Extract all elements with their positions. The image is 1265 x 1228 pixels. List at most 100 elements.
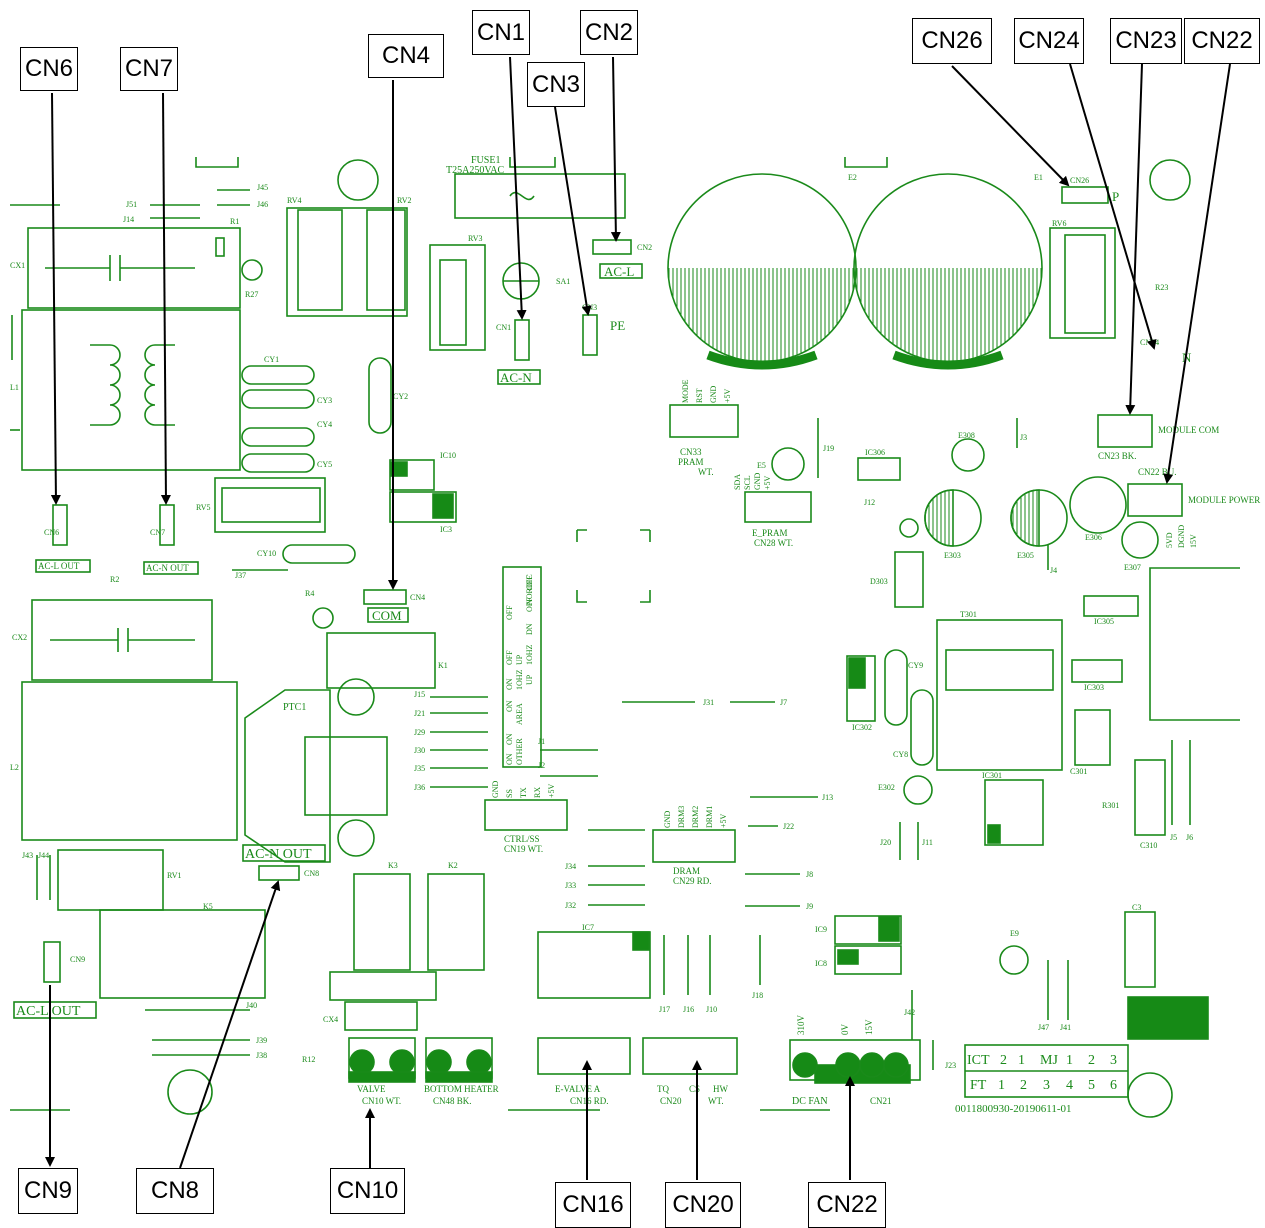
refdes-e1: E1 [1034,173,1043,182]
refdes-j6: J6 [1186,833,1193,842]
refdes-j12: J12 [864,498,875,507]
callout-arrows [45,56,1231,1180]
ac-l-out-big: AC-L OUT [16,1004,81,1019]
ft-cell-3: 3 [1043,1078,1050,1093]
cn2-header [592,239,632,255]
cn1-header [514,319,530,361]
refdes-e302: E302 [878,783,895,792]
refdes-c3: C3 [1132,903,1141,912]
refdes-j22: J22 [783,822,794,831]
valve-label: VALVE [357,1084,386,1094]
refdes-j15: J15 [414,690,425,699]
refdes-ic10: IC10 [440,451,456,460]
refdes-e306: E306 [1085,533,1102,542]
refdes-j43: J43 [22,851,33,860]
svg-text:RST: RST [695,388,704,403]
refdes-ic3: IC3 [440,525,452,534]
refdes-j18: J18 [752,991,763,1000]
refdes-cy4: CY4 [317,420,332,429]
refdes-cn26: CN26 [1070,176,1089,185]
ac-l-out-small: AC-L OUT [38,561,80,571]
fuse1-label: FUSE1 [471,155,500,166]
refdes-ic306: IC306 [865,448,885,457]
refdes-j33: J33 [565,881,576,890]
ac-n-out-big: AC-N OUT [245,847,312,862]
refdes-j42: J42 [904,1008,915,1017]
refdes-j40: J40 [246,1001,257,1010]
refdes-j51: J51 [126,200,137,209]
refdes-c310: C310 [1140,841,1157,850]
refdes-cy2: CY2 [393,392,408,401]
silkscreen-labels: FUSE1 T25A250VAC AC-L AC-N PE AC-L OUT A… [16,155,1260,1115]
callout-cn7: CN7 [120,47,178,91]
tq-label: TQ [657,1084,669,1094]
pe-label: PE [610,318,625,333]
svg-text:UP: UP [515,654,524,665]
cn22-pin-labels: 5VD DGND 15V [1165,525,1198,548]
refdes-j44: J44 [38,851,49,860]
p-mark: P [1112,189,1119,204]
solid-pad-block [1127,996,1209,1040]
refdes-d303: D303 [870,577,888,586]
v310-label: 310V [796,1015,806,1036]
refdes-j19: J19 [823,444,834,453]
refdes-k2: K2 [448,861,458,870]
cn8-header [258,865,300,881]
svg-text:OFF: OFF [525,597,534,612]
refdes-cy3: CY3 [317,396,332,405]
refdes-r4: R4 [305,589,314,598]
refdes-j7: J7 [780,698,787,707]
refdes-cx1: CX1 [10,261,25,270]
refdes-e9: E9 [1010,929,1019,938]
svg-text:5VD: 5VD [1165,532,1174,548]
cn48-color: CN48 BK. [433,1096,472,1106]
svg-text:+5V: +5V [723,388,732,403]
svg-text:+5V: +5V [547,783,556,798]
callout-cn6: CN6 [20,47,78,91]
module-com-label: MODULE COM [1158,425,1219,435]
cn19-pin-labels: GND SS TX RX +5V [491,780,556,798]
ctrl-ss-label: CTRL/SS [504,834,540,844]
refdes-j13: J13 [822,793,833,802]
svg-text:DRM1: DRM1 [705,806,714,828]
ict-cell-4: 2 [1088,1053,1095,1068]
board-outline-group [10,157,1240,1118]
cn10-color: CN10 WT. [362,1096,401,1106]
refdes-t301: T301 [960,610,977,619]
com-label: COM [372,608,402,623]
refdes-j37: J37 [235,571,246,580]
refdes-cy8: CY8 [893,750,908,759]
refdes-j38: J38 [256,1051,267,1060]
refdes-cx4: CX4 [323,1015,338,1024]
svg-text:DGND: DGND [1177,525,1186,548]
svg-text:OTHER: OTHER [515,738,524,765]
refdes-ic7: IC7 [582,923,594,932]
svg-text:GND: GND [491,780,500,798]
cn33-pin-labels: MODE RST GND +5V [681,379,732,403]
callout-cn4: CN4 [368,34,444,78]
callout-cn22-top: CN22 [1184,18,1260,64]
e-valve-a-label: E-VALVE A [555,1084,601,1094]
refdes-e308: E308 [958,431,975,440]
ict-cell-5: 3 [1110,1053,1117,1068]
svg-text:AREA: AREA [515,703,524,725]
callout-cn3: CN3 [527,62,585,107]
mj-label: MJ [1040,1053,1058,1068]
svg-text:+5V: +5V [763,475,772,490]
cn19-color: CN19 WT. [504,844,543,854]
svg-text:GND: GND [663,810,672,828]
svg-text:DRM2: DRM2 [691,806,700,828]
svg-text:UP: UP [525,674,534,685]
v15-label: 15V [864,1019,874,1035]
callout-cn9: CN9 [18,1168,78,1214]
refdes-r23: R23 [1155,283,1168,292]
svg-text:GND: GND [709,385,718,403]
ict-cell-2: 2 [1000,1053,1007,1068]
v0-label: 0V [840,1024,850,1036]
ref-designators: CX1CX2CX4L1L2RV1RV2RV3RV4RV5RV6SA1R1R2R4… [10,173,1193,1070]
cn20-header [642,1037,738,1075]
ict-label: ICT [967,1053,990,1068]
refdes-cy10: CY10 [257,549,276,558]
ft-cell-4: 4 [1066,1078,1073,1093]
